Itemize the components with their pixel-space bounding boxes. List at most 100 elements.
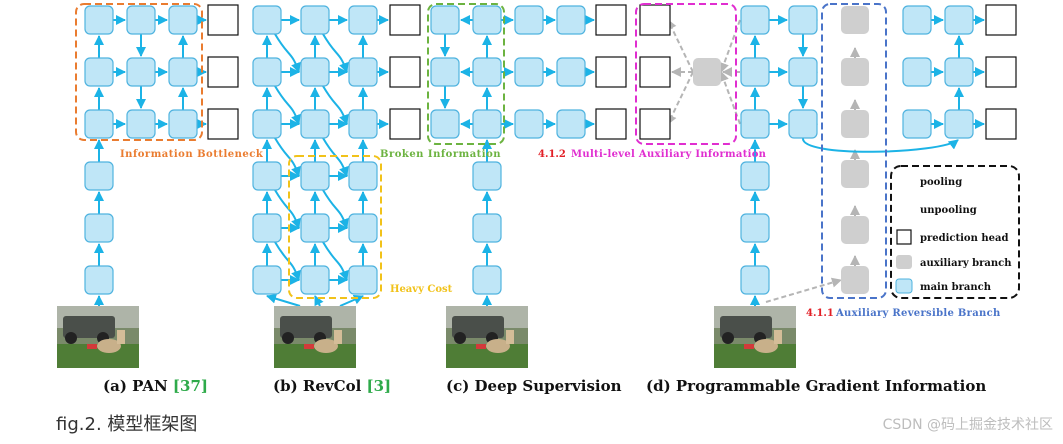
- broken-information-region: [427, 3, 505, 145]
- main-branch-node: [252, 213, 282, 243]
- photo-toy: [87, 344, 97, 349]
- main-branch-node: [84, 109, 114, 139]
- main-branch-node: [300, 57, 330, 87]
- main-branch-node: [944, 57, 974, 87]
- main-branch-node: [740, 161, 770, 191]
- main-branch-node: [84, 265, 114, 295]
- main-branch-node: [556, 5, 586, 35]
- prediction-head: [595, 108, 627, 140]
- panel-title-1: (b) RevCol [3]: [273, 377, 391, 395]
- prediction-head: [985, 108, 1017, 140]
- heavy-cost-label: Heavy Cost: [390, 284, 453, 295]
- main-branch-node: [300, 213, 330, 243]
- prediction-head: [639, 108, 671, 140]
- photo-dog: [754, 339, 778, 353]
- prediction-head: [389, 108, 421, 140]
- auxiliary-branch-node: [693, 58, 721, 86]
- multilevel-auxiliary-label: Multi-level Auxiliary Information: [571, 149, 767, 160]
- auxiliary-branch-icon: [896, 255, 912, 269]
- panel-title-2: (c) Deep Supervision: [446, 377, 622, 395]
- photo-toy: [304, 344, 314, 349]
- prediction-head: [207, 108, 239, 140]
- main-branch-node: [84, 57, 114, 87]
- main-branch-node: [348, 161, 378, 191]
- photo-toy: [744, 344, 754, 349]
- main-branch-node: [168, 5, 198, 35]
- prediction-head: [595, 4, 627, 36]
- main-branch-node: [430, 5, 460, 35]
- main-branch-node: [84, 5, 114, 35]
- main-branch-node: [300, 265, 330, 295]
- main-branch-node: [348, 213, 378, 243]
- auxiliary-branch-node: [841, 266, 869, 294]
- auxiliary-branch-node: [841, 58, 869, 86]
- photo-wheel: [722, 332, 734, 344]
- main-branch-node: [788, 5, 818, 35]
- information-bottleneck-region: [75, 3, 203, 141]
- main-branch-node: [472, 161, 502, 191]
- legend-label-3: auxiliary branch: [920, 258, 1012, 269]
- flow-arrow: [339, 295, 364, 307]
- main-branch-node: [252, 109, 282, 139]
- main-branch-node: [740, 57, 770, 87]
- main-branch-node: [300, 161, 330, 191]
- main-branch-node: [348, 109, 378, 139]
- main-branch-node: [556, 57, 586, 87]
- auxiliary-arrow: [667, 71, 694, 125]
- main-branch-node: [430, 109, 460, 139]
- main-branch-node: [126, 57, 156, 87]
- main-branch-node: [252, 161, 282, 191]
- main-branch-node: [252, 57, 282, 87]
- reversible-number: 4.1.1: [806, 308, 834, 319]
- main-branch-node: [430, 57, 460, 87]
- main-branch-node: [472, 213, 502, 243]
- flow-arrow: [266, 293, 301, 307]
- main-branch-node: [348, 265, 378, 295]
- main-branch-node: [348, 57, 378, 87]
- photo-dog-head: [334, 330, 342, 344]
- photo-toy: [476, 344, 486, 349]
- main-branch-node: [252, 265, 282, 295]
- multilevel-number: 4.1.2: [538, 149, 566, 160]
- photo-wheel: [282, 332, 294, 344]
- main-branch-node: [84, 161, 114, 191]
- figure-caption: fig.2. 模型框架图: [56, 414, 198, 435]
- legend-label-0: pooling: [920, 177, 962, 188]
- prediction-head-icon: [896, 229, 912, 245]
- information-bottleneck-label: Information Bottleneck: [120, 149, 264, 160]
- prediction-head: [985, 56, 1017, 88]
- main-branch-node: [514, 109, 544, 139]
- main-branch-node: [300, 109, 330, 139]
- auxiliary-branch-node: [841, 6, 869, 34]
- auxiliary-arrow: [765, 277, 842, 303]
- prediction-head: [639, 4, 671, 36]
- auxiliary-arrow: [719, 71, 741, 125]
- prediction-head: [985, 4, 1017, 36]
- main-branch-node: [168, 57, 198, 87]
- main-branch-node: [740, 5, 770, 35]
- prediction-head: [207, 4, 239, 36]
- multilevel-auxiliary-region: [635, 3, 737, 145]
- auxiliary-arrow: [719, 19, 741, 73]
- prediction-head: [389, 4, 421, 36]
- photo-dog-head: [506, 330, 514, 344]
- main-branch-node: [126, 109, 156, 139]
- auxiliary-branch-node: [841, 160, 869, 188]
- input-image-d: [714, 306, 796, 368]
- main-branch-node: [788, 109, 818, 139]
- photo-dog: [486, 339, 510, 353]
- main-branch-node: [168, 109, 198, 139]
- broken-information-label: Broken Information: [380, 149, 501, 160]
- main-branch-node: [514, 57, 544, 87]
- main-branch-node: [126, 5, 156, 35]
- auxiliary-reversible-region: [821, 3, 887, 299]
- main-branch-node: [788, 57, 818, 87]
- main-branch-node: [84, 213, 114, 243]
- main-branch-icon: [895, 278, 913, 294]
- main-branch-node: [902, 109, 932, 139]
- flow-arrow: [314, 295, 324, 307]
- main-branch-node: [348, 5, 378, 35]
- photo-wheel: [65, 332, 77, 344]
- auxiliary-branch-node: [841, 110, 869, 138]
